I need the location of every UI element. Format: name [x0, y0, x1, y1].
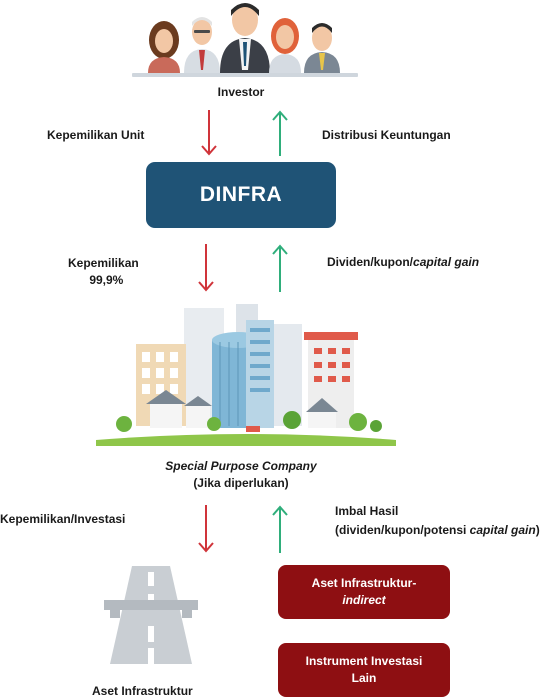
ownership-label: Kepemilikan: [68, 256, 139, 270]
dinfra-box: DINFRA: [146, 162, 336, 228]
dividend-label-italic: capital gain: [413, 255, 480, 269]
city-illustration: [96, 304, 396, 446]
ownership-investment-label: Kepemilikan/Investasi: [0, 512, 126, 526]
up-arrow-icon: [272, 505, 288, 553]
up-arrow-icon: [272, 244, 288, 292]
return-detail: (dividen/kupon/potensi capital gain): [335, 521, 540, 540]
return-title: Imbal Hasil: [335, 504, 399, 518]
other-investment-box: Instrument Investasi Lain: [278, 643, 450, 697]
ownership-unit-label: Kepemilikan Unit: [47, 128, 145, 142]
ownership-percent: 99,9%: [89, 273, 124, 287]
ownership-percentage-label: Kepemilikan 99,9%: [68, 255, 139, 289]
person-icon: [148, 21, 180, 73]
down-arrow-icon: [198, 244, 214, 292]
person-icon: [184, 17, 220, 73]
person-icon: [220, 3, 270, 73]
down-arrow-icon: [201, 110, 217, 156]
person-icon: [269, 18, 301, 73]
down-arrow-icon: [198, 505, 214, 553]
return-detail-end: ): [535, 523, 540, 537]
other-line1: Instrument Investasi: [305, 654, 423, 668]
other-line2: Lain: [351, 671, 377, 685]
person-icon: [304, 23, 340, 73]
investor-people-illustration: [132, 3, 358, 77]
return-detail-normal: (dividen/kupon/potensi: [335, 523, 470, 537]
profit-distribution-label: Distribusi Keuntungan: [322, 128, 451, 142]
return-label: Imbal Hasil (dividen/kupon/potensi capit…: [335, 502, 540, 540]
dividend-label: Dividen/kupon/capital gain: [327, 255, 479, 269]
spc-title: Special Purpose Company: [165, 459, 317, 473]
road-icon: [104, 566, 198, 664]
investor-label: Investor: [217, 85, 265, 99]
dividend-label-normal: Dividen/kupon/: [327, 255, 414, 269]
return-detail-italic: capital gain: [469, 523, 536, 537]
spc-subtitle: (Jika diperlukan): [193, 476, 289, 490]
indirect-line2: indirect: [342, 593, 386, 607]
up-arrow-icon: [272, 110, 288, 156]
indirect-infra-asset-box: Aset Infrastruktur- indirect: [278, 565, 450, 619]
spc-label: Special Purpose Company (Jika diperlukan…: [0, 458, 482, 492]
direct-infra-asset-label: Aset Infrastruktur: [92, 684, 193, 698]
indirect-line1: Aset Infrastruktur-: [311, 576, 417, 590]
